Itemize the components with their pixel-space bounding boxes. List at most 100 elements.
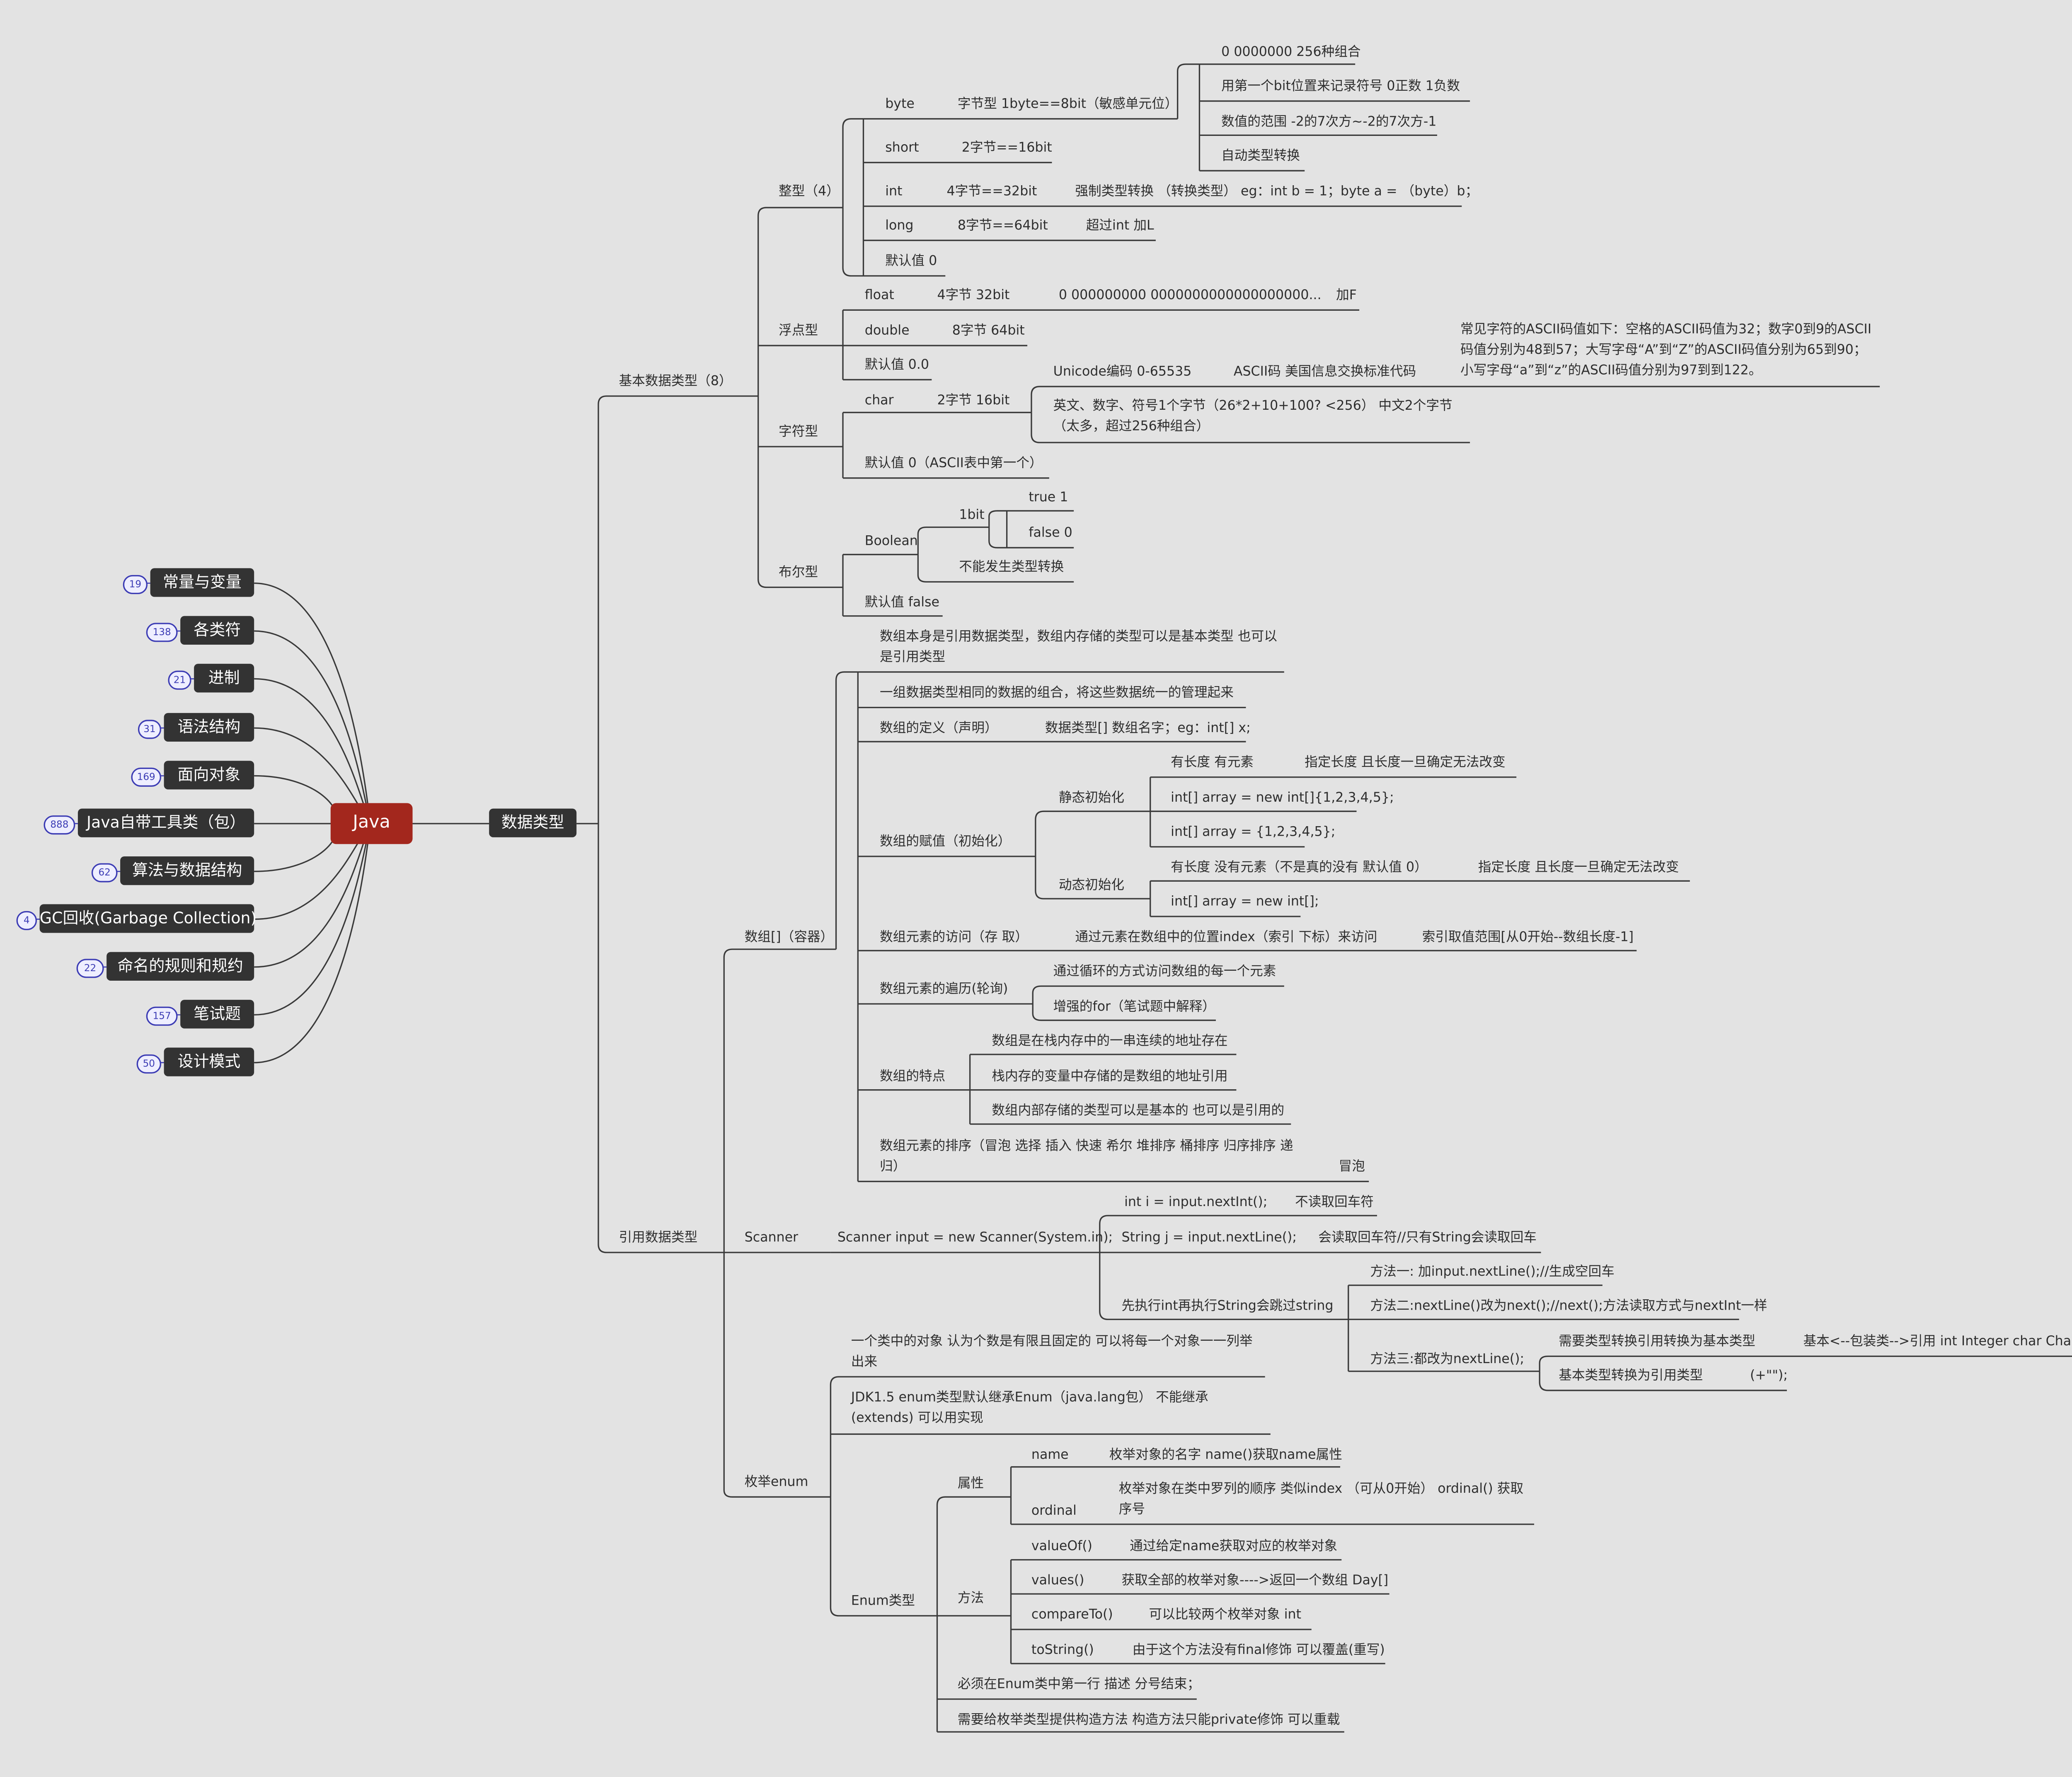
topic-number-bases[interactable]: 进制	[194, 664, 254, 693]
float-desc[interactable]: 4字节 32bit	[937, 288, 1010, 303]
topic-algorithms-data-structures[interactable]: 算法与数据结构	[120, 856, 254, 885]
primitive-types[interactable]: 基本数据类型（8）	[619, 374, 732, 389]
scanner-method-1[interactable]: 方法一: 加input.nextLine();//生成空回车	[1370, 1264, 1615, 1280]
array-feature[interactable]: 数组的特点	[880, 1069, 946, 1085]
array-node[interactable]: 数组[]（容器）	[744, 930, 834, 945]
enum-jdk[interactable]: JDK1.5 enum类型默认继承Enum（java.lang包） 不能继承(e…	[851, 1390, 1208, 1426]
byte-note-3[interactable]: 数值的范围 -2的7次方~-2的7次方-1	[1221, 114, 1437, 130]
ascii-values-note[interactable]: 常见字符的ASCII码值如下：空格的ASCII码值为32；数字0到9的ASCII…	[1460, 322, 1872, 379]
short-type[interactable]: short	[885, 140, 919, 156]
char-default[interactable]: 默认值 0（ASCII表中第一个）	[864, 456, 1043, 471]
byte-note-2[interactable]: 用第一个bit位置来记录符号 0正数 1负数	[1221, 79, 1460, 94]
boolean-default[interactable]: 默认值 false	[864, 595, 939, 611]
array-feature-b[interactable]: 栈内存的变量中存储的是数组的地址引用	[992, 1069, 1228, 1085]
enum-first-line[interactable]: 必须在Enum类中第一行 描述 分号结束；	[957, 1677, 1201, 1692]
enum-intro[interactable]: 一个类中的对象 认为个数是有限且固定的 可以将每一个对象一一列举出来	[851, 1334, 1253, 1370]
topic-operators[interactable]: 各类符	[180, 616, 254, 645]
int-type[interactable]: int	[885, 184, 903, 200]
enum-ordinal-desc[interactable]: 枚举对象在类中罗列的顺序 类似index （可从0开始） ordinal() 获…	[1118, 1482, 1524, 1518]
topic-constants-variables[interactable]: 常量与变量	[150, 568, 254, 597]
scanner-m3-a-note[interactable]: 基本<--包装类-->引用 int Integer char Character	[1803, 1334, 2072, 1350]
enum-value-of[interactable]: valueOf()	[1031, 1539, 1093, 1555]
array-group[interactable]: 一组数据类型相同的数据的组合，将这些数据统一的管理起来	[880, 685, 1234, 701]
array-access-desc[interactable]: 通过元素在数组中的位置index（索引 下标）来访问	[1075, 930, 1377, 945]
enum-node[interactable]: 枚举enum	[744, 1475, 808, 1490]
int-desc[interactable]: 4字节==32bit	[946, 184, 1037, 200]
scanner-m3-b-note[interactable]: (+"");	[1750, 1368, 1788, 1384]
byte-note-1[interactable]: 0 0000000 256种组合	[1221, 45, 1361, 60]
long-desc[interactable]: 8字节==64bit	[957, 218, 1048, 234]
dynamic-init-a[interactable]: 有长度 没有元素（不是真的没有 默认值 0）	[1171, 860, 1428, 876]
ascii-note[interactable]: ASCII码 美国信息交换标准代码	[1233, 365, 1416, 380]
main-topic-data-types[interactable]: 数据类型	[489, 808, 577, 837]
topic-written-exam[interactable]: 笔试题	[180, 1000, 254, 1029]
float-types[interactable]: 浮点型	[779, 324, 818, 339]
double-desc[interactable]: 8字节 64bit	[952, 324, 1025, 339]
array-feature-c[interactable]: 数组内部存储的类型可以是基本的 也可以是引用的	[992, 1103, 1285, 1119]
topic-garbage-collection[interactable]: GC回收(Garbage Collection)	[39, 904, 257, 933]
array-access-note[interactable]: 索引取值范围[从0开始--数组长度-1]	[1422, 930, 1634, 945]
float-bits[interactable]: 0 000000000 0000000000000000000...	[1058, 288, 1322, 303]
scanner-skip[interactable]: 先执行int再执行String会跳过string	[1121, 1299, 1334, 1314]
topic-naming-conventions[interactable]: 命名的规则和规约	[107, 952, 254, 981]
enum-to-string[interactable]: toString()	[1031, 1643, 1094, 1659]
static-init-a[interactable]: 有长度 有元素	[1171, 755, 1254, 771]
array-define-desc[interactable]: 数据类型[] 数组名字；eg：int[] x;	[1045, 721, 1251, 736]
float-note[interactable]: 加F	[1336, 288, 1357, 303]
enum-methods[interactable]: 方法	[957, 1591, 984, 1606]
char-types[interactable]: 字符型	[779, 425, 818, 440]
dynamic-init-a-note[interactable]: 指定长度 且长度一旦确定无法改变	[1478, 860, 1679, 876]
array-traverse-b[interactable]: 增强的for（笔试题中解释）	[1053, 1000, 1216, 1015]
enum-ordinal[interactable]: ordinal	[1031, 1504, 1077, 1519]
short-desc[interactable]: 2字节==16bit	[961, 140, 1052, 156]
unicode-note[interactable]: Unicode编码 0-65535	[1053, 365, 1192, 380]
topic-java-builtin-packages[interactable]: Java自带工具类（包）	[77, 808, 254, 837]
array-sort[interactable]: 数组元素的排序（冒泡 选择 插入 快速 希尔 堆排序 桶排序 归序排序 递归）	[880, 1139, 1293, 1175]
enum-constructor[interactable]: 需要给枚举类型提供构造方法 构造方法只能private修饰 可以重载	[957, 1712, 1340, 1728]
array-assign[interactable]: 数组的赋值（初始化）	[880, 834, 1011, 850]
float-default[interactable]: 默认值 0.0	[864, 358, 929, 373]
scanner-create[interactable]: Scanner input = new Scanner(System.in);	[837, 1231, 1113, 1246]
boolean-true[interactable]: true 1	[1029, 490, 1068, 505]
scanner-method-3[interactable]: 方法三:都改为nextLine();	[1370, 1352, 1525, 1367]
enum-compare-to-desc[interactable]: 可以比较两个枚举对象 int	[1149, 1608, 1302, 1623]
boolean-false[interactable]: false 0	[1029, 526, 1072, 541]
static-init-a-note[interactable]: 指定长度 且长度一旦确定无法改变	[1305, 755, 1506, 771]
scanner-next-int-note[interactable]: 不读取回车符	[1295, 1195, 1374, 1210]
enum-values-desc[interactable]: 获取全部的枚举对象---->返回一个数组 Day[]	[1121, 1573, 1389, 1588]
static-init[interactable]: 静态初始化	[1058, 791, 1124, 806]
boolean-no-convert[interactable]: 不能发生类型转换	[959, 560, 1064, 575]
byte-desc[interactable]: 字节型 1byte==8bit（敏感单元位）	[957, 97, 1178, 112]
scanner-method-2[interactable]: 方法二:nextLine()改为next();//next();方法读取方式与n…	[1370, 1299, 1767, 1314]
float-type[interactable]: float	[864, 288, 894, 303]
array-intro[interactable]: 数组本身是引用数据类型，数组内存储的类型可以是基本类型 也可以是引用类型	[880, 629, 1277, 665]
enum-value-of-desc[interactable]: 通过给定name获取对应的枚举对象	[1130, 1539, 1338, 1555]
integer-default[interactable]: 默认值 0	[885, 254, 937, 269]
boolean-type[interactable]: Boolean	[864, 534, 918, 549]
double-type[interactable]: double	[864, 324, 910, 339]
topic-design-patterns[interactable]: 设计模式	[164, 1047, 254, 1076]
enum-compare-to[interactable]: compareTo()	[1031, 1608, 1113, 1623]
static-init-c[interactable]: int[] array = {1,2,3,4,5};	[1171, 825, 1336, 840]
scanner-next-line[interactable]: String j = input.nextLine();	[1121, 1231, 1297, 1246]
scanner-node[interactable]: Scanner	[744, 1231, 799, 1246]
scanner-next-int[interactable]: int i = input.nextInt();	[1124, 1195, 1268, 1210]
int-note[interactable]: 强制类型转换 （转换类型） eg：int b = 1；byte a = （byt…	[1075, 184, 1479, 200]
topic-oop[interactable]: 面向对象	[164, 761, 254, 790]
byte-note-4[interactable]: 自动类型转换	[1221, 149, 1300, 164]
reference-types[interactable]: 引用数据类型	[619, 1231, 698, 1246]
enum-values[interactable]: values()	[1031, 1573, 1084, 1588]
static-init-b[interactable]: int[] array = new int[]{1,2,3,4,5};	[1171, 791, 1394, 806]
array-access[interactable]: 数组元素的访问（存 取）	[880, 930, 1029, 945]
dynamic-init-b[interactable]: int[] array = new int[];	[1171, 895, 1319, 910]
array-feature-a[interactable]: 数组是在栈内存中的一串连续的地址存在	[992, 1034, 1228, 1049]
dynamic-init[interactable]: 动态初始化	[1058, 878, 1124, 893]
long-type[interactable]: long	[885, 218, 914, 234]
byte-type[interactable]: byte	[885, 97, 915, 112]
array-sort-note[interactable]: 冒泡	[1339, 1159, 1365, 1175]
root-node[interactable]: Java	[330, 803, 413, 844]
char-range-note[interactable]: 英文、数字、符号1个字节（26*2+10+100? <256） 中文2个字节（太…	[1053, 399, 1452, 435]
enum-attr[interactable]: 属性	[957, 1476, 984, 1492]
scanner-m3-a[interactable]: 需要类型转换引用转换为基本类型	[1559, 1334, 1755, 1350]
char-type[interactable]: char	[864, 393, 894, 409]
